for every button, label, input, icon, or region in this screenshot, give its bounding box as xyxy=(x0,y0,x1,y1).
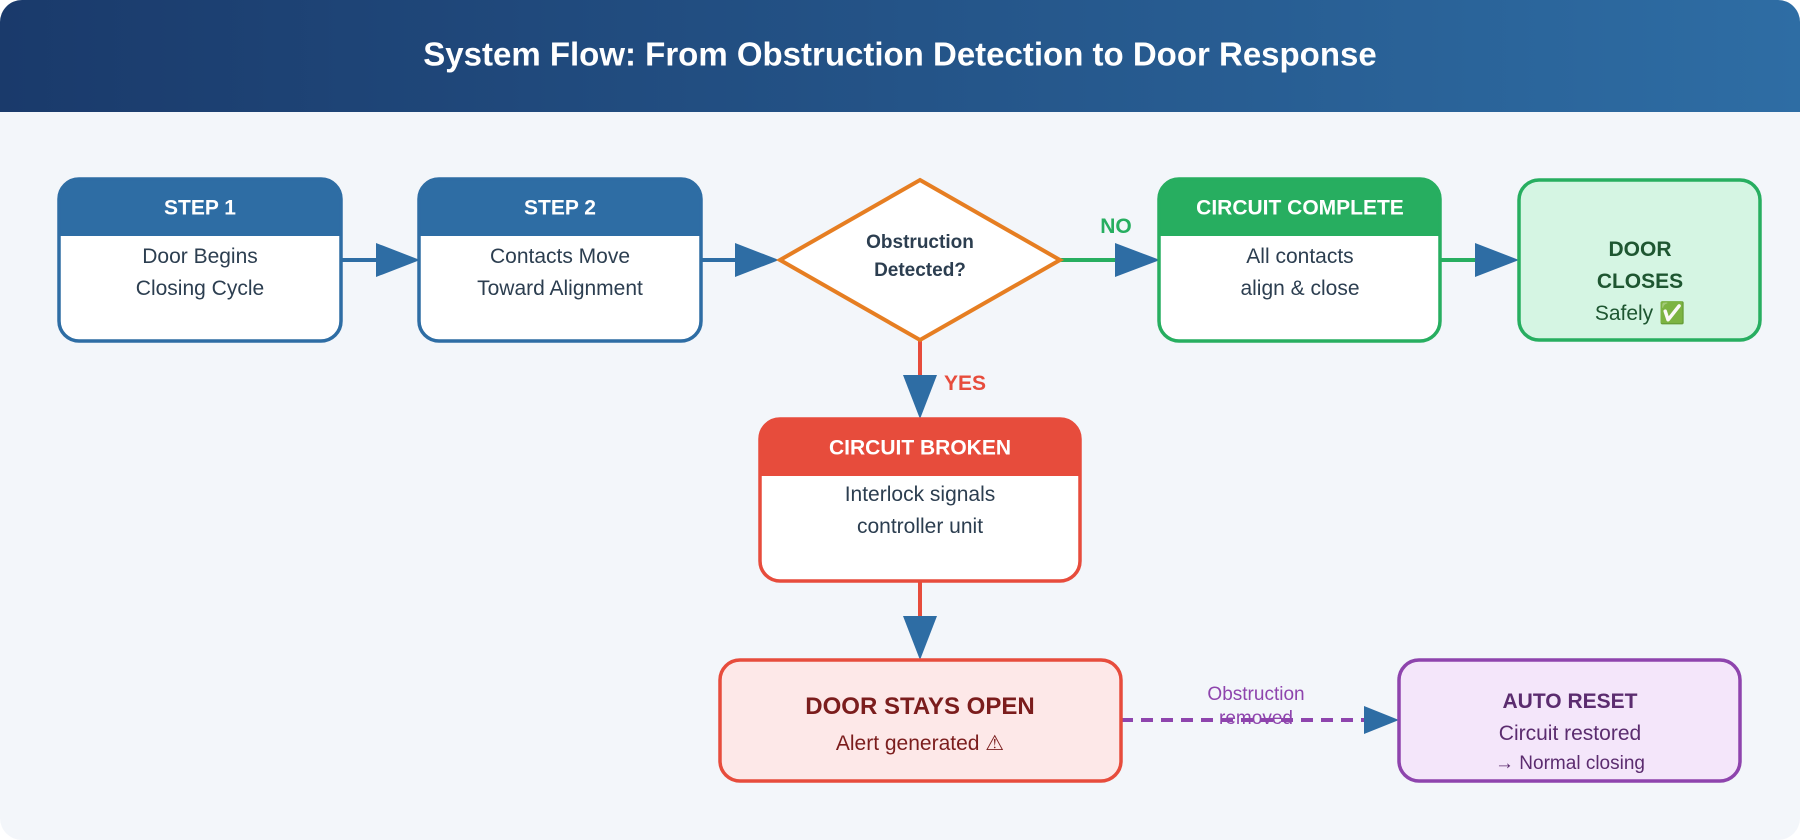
page-title: System Flow: From Obstruction Detection … xyxy=(423,36,1376,73)
door-stays-open-title: DOOR STAYS OPEN xyxy=(805,693,1034,720)
reset-label-line2: removed xyxy=(1219,708,1293,729)
node-auto-reset: AUTO RESET Circuit restored → Normal clo… xyxy=(1397,658,1742,783)
auto-reset-line-2: → Normal closing xyxy=(1495,753,1645,774)
circuit-broken-header: CIRCUIT BROKEN xyxy=(829,437,1011,460)
reset-label-line1: Obstruction xyxy=(1207,684,1304,705)
arrow-circuit-complete-to-door-closes xyxy=(1440,243,1519,277)
arrow-decision-to-circuit-broken xyxy=(903,340,937,419)
node-circuit-broken: CIRCUIT BROKEN Interlock signals control… xyxy=(758,417,1082,583)
decision-line-1: Obstruction xyxy=(866,232,974,253)
step-2-line-1: Contacts Move xyxy=(490,245,630,268)
step-1-line-2: Closing Cycle xyxy=(136,277,264,300)
step-2-header: STEP 2 xyxy=(524,197,596,220)
door-stays-open-subtitle: Alert generated ⚠ xyxy=(836,732,1004,755)
node-door-closes: DOOR CLOSES Safely ✅ xyxy=(1517,178,1762,342)
auto-reset-line-1: Circuit restored xyxy=(1499,722,1641,745)
arrow-step1-to-step2 xyxy=(341,243,420,277)
arrow-decision-to-circuit-complete xyxy=(1060,243,1160,277)
node-door-stays-open: DOOR STAYS OPEN Alert generated ⚠ xyxy=(718,658,1123,783)
door-closes-line-3: Safely ✅ xyxy=(1595,300,1685,325)
arrow-circuit-broken-to-door-stays-open xyxy=(903,581,937,660)
auto-reset-title: AUTO RESET xyxy=(1503,690,1638,713)
circuit-broken-line-1: Interlock signals xyxy=(845,483,996,506)
step-2-line-2: Toward Alignment xyxy=(477,277,643,300)
node-step-1: STEP 1 Door Begins Closing Cycle xyxy=(57,177,343,343)
arrow-door-stays-open-to-auto-reset xyxy=(1121,706,1399,734)
header-bar: System Flow: From Obstruction Detection … xyxy=(0,0,1800,112)
circuit-complete-line-1: All contacts xyxy=(1246,245,1353,268)
circuit-complete-header: CIRCUIT COMPLETE xyxy=(1196,197,1404,220)
step-1-line-1: Door Begins xyxy=(142,245,258,268)
node-decision-obstruction: Obstruction Detected? xyxy=(775,177,1065,343)
no-label: NO xyxy=(1100,215,1132,238)
connectors: NO YES Obstruction removed xyxy=(341,215,1519,734)
circuit-complete-line-2: align & close xyxy=(1240,277,1359,300)
decision-line-2: Detected? xyxy=(874,260,966,281)
circuit-broken-line-2: controller unit xyxy=(857,515,983,538)
yes-label: YES xyxy=(944,372,986,395)
door-closes-line-2: CLOSES xyxy=(1597,270,1683,293)
door-closes-line-1: DOOR xyxy=(1609,238,1672,261)
node-step-2: STEP 2 Contacts Move Toward Alignment xyxy=(417,177,703,343)
arrow-step2-to-decision xyxy=(701,243,779,277)
step-1-header: STEP 1 xyxy=(164,197,236,220)
node-circuit-complete: CIRCUIT COMPLETE All contacts align & cl… xyxy=(1157,177,1442,343)
